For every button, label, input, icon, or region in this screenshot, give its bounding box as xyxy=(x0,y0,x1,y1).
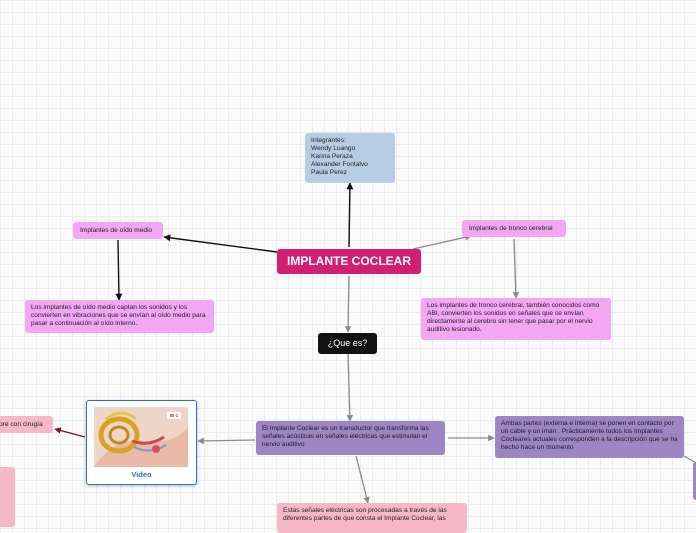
link-parts-offscreen xyxy=(683,455,696,464)
surgery-node[interactable]: pre con cirugía xyxy=(0,416,53,433)
link-definition-video xyxy=(197,437,256,445)
offscreen-left-node-edge[interactable] xyxy=(0,467,15,527)
link-central-middle-ear xyxy=(163,234,278,253)
link-brainstem-description xyxy=(512,238,520,299)
definition-node[interactable]: El Implante Coclear es un transductor qu… xyxy=(256,421,445,455)
link-question-definition xyxy=(346,353,354,422)
link-definition-signals xyxy=(355,455,370,504)
parts-node[interactable]: Ambas partes (externa e interna) se pone… xyxy=(495,416,684,458)
middle-ear-node[interactable]: Implantes de oído medio xyxy=(73,222,163,239)
link-video-surgery xyxy=(54,427,86,438)
link-middle-ear-description xyxy=(115,239,123,301)
central-topic[interactable]: IMPLANTE COCLEAR xyxy=(277,249,421,274)
link-central-integrantes xyxy=(346,182,354,248)
offscreen-node-edge[interactable] xyxy=(693,462,696,500)
integrante-name: Wendy Luango xyxy=(311,145,356,152)
ear-illustration-icon xyxy=(94,407,188,467)
video-label[interactable]: Video xyxy=(131,470,152,479)
brainstem-description[interactable]: Los implantes de tronco cerebral, tambié… xyxy=(421,298,611,340)
mind-map-canvas: Integrantes: Wendy Luango Karina Peraza … xyxy=(0,133,696,533)
connectors xyxy=(54,182,696,504)
integrantes-node[interactable]: Integrantes: Wendy Luango Karina Peraza … xyxy=(305,133,395,183)
integrantes-heading: Integrantes: xyxy=(311,137,346,144)
integrante-name: Karina Peraza xyxy=(311,153,353,160)
brainstem-node[interactable]: Implantes de tronco cerebral xyxy=(462,220,566,237)
signals-node[interactable]: Estas señales eléctricas son procesadas … xyxy=(277,503,467,533)
link-central-brainstem xyxy=(412,234,472,250)
video-card[interactable]: BI-1 Video xyxy=(86,400,197,485)
integrante-name: Paula Perez xyxy=(311,169,347,176)
video-thumbnail[interactable]: BI-1 xyxy=(94,407,188,467)
video-badge: BI-1 xyxy=(169,413,179,418)
middle-ear-description[interactable]: Los implantes de oído medio captan los s… xyxy=(25,300,214,333)
link-central-question xyxy=(344,275,352,333)
integrante-name: Alexander Fontalvo xyxy=(311,161,368,168)
question-node[interactable]: ¿Que es? xyxy=(318,333,377,354)
